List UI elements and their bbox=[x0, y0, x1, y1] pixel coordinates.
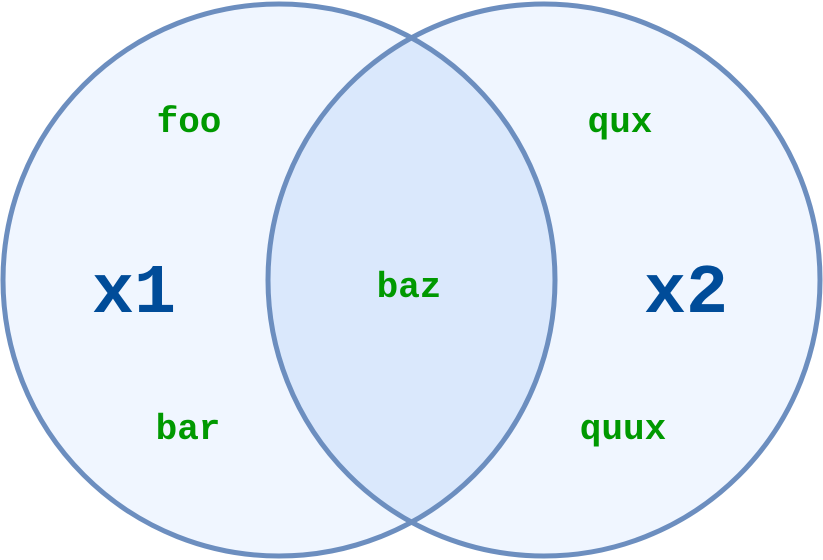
set-x1-outline bbox=[0, 1, 558, 559]
item-foo: foo bbox=[157, 102, 222, 143]
item-quux: quux bbox=[580, 409, 666, 450]
set-label-x2: x2 bbox=[644, 255, 728, 334]
item-baz: baz bbox=[377, 267, 442, 308]
set-label-x1: x1 bbox=[92, 255, 176, 334]
item-bar: bar bbox=[156, 409, 221, 450]
set-x2-outline bbox=[265, 1, 823, 559]
item-qux: qux bbox=[588, 102, 653, 143]
intersection-region bbox=[268, 4, 555, 556]
